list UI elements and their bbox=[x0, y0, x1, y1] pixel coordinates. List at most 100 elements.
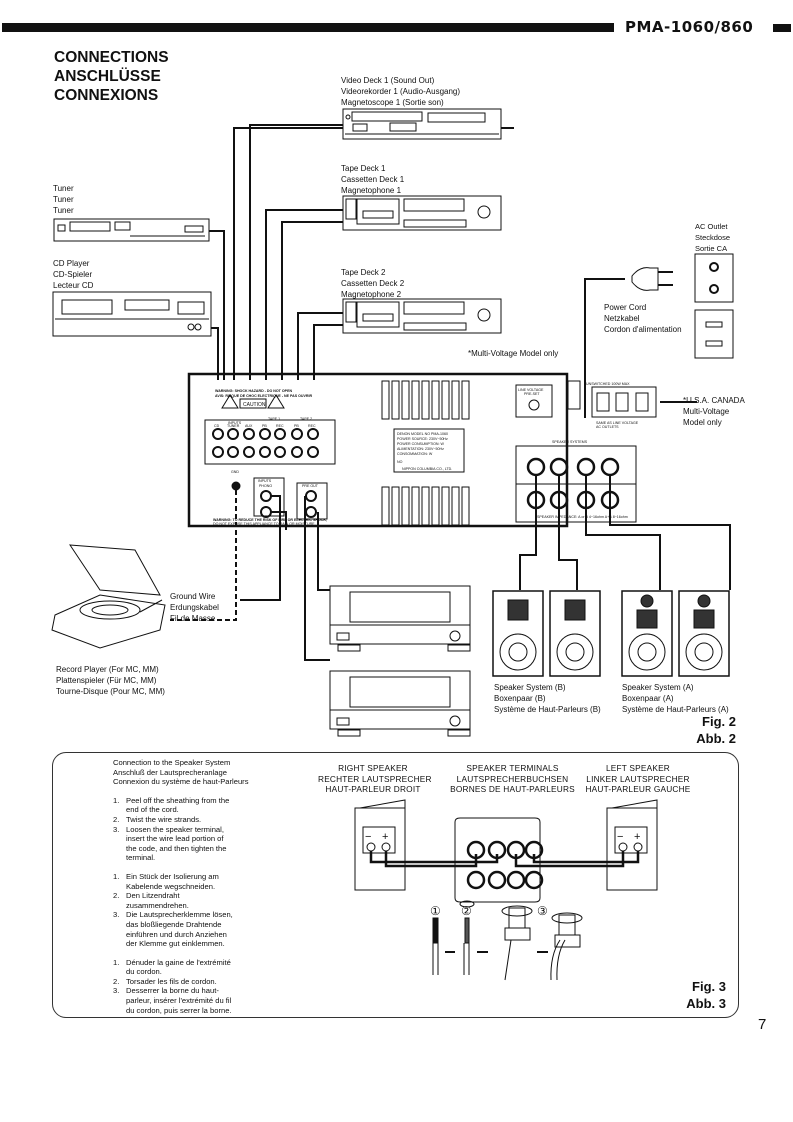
label-line: Cassetten Deck 1 bbox=[341, 175, 405, 184]
step-item: 2.Twist the wire strands. bbox=[113, 815, 249, 825]
rating-line: ALIMENTATION: 230V~50Hz bbox=[397, 447, 444, 451]
wire-prep-step-1-icon bbox=[432, 917, 439, 975]
warning-triangle-icon bbox=[221, 394, 239, 409]
step-number: 3. bbox=[113, 986, 120, 996]
step-text: Torsader les fils de cordon. bbox=[126, 976, 217, 986]
tape-deck-2-icon bbox=[342, 298, 502, 334]
caution-box bbox=[239, 398, 267, 409]
jack-label: TUNER bbox=[227, 424, 240, 428]
label-line: *U.S.A. CANADA bbox=[683, 396, 745, 405]
panel-warning-top: WARNING: SHOCK HAZARD - DO NOT OPEN bbox=[215, 389, 292, 393]
left-speaker-icon bbox=[606, 799, 658, 891]
fig3-label: Fig. 3 Abb. 3 bbox=[660, 978, 726, 1012]
label-line: CD Player bbox=[53, 259, 90, 268]
panel-preset: PRE-SET bbox=[524, 392, 540, 396]
step-item: 3.Die Lautsprecherklemme lösen, das bloß… bbox=[113, 910, 249, 948]
label-line: Tape Deck 2 bbox=[341, 268, 386, 277]
label-line: Ground Wire bbox=[170, 592, 216, 601]
tuner-label: Tuner Tuner Tuner bbox=[53, 183, 74, 216]
amplifier-rear-panel bbox=[187, 372, 569, 528]
panel-speaker-systems: SPEAKER SYSTEMS bbox=[552, 440, 588, 444]
section-title-fr: CONNEXIONS bbox=[54, 87, 159, 104]
fig-number: Fig. 2 bbox=[702, 714, 736, 729]
phono-block bbox=[253, 477, 285, 517]
step-number: 3. bbox=[113, 824, 120, 834]
header-bar-end bbox=[773, 24, 791, 32]
fig3-wiring-diagram: − + − + ① ② ③ bbox=[354, 799, 658, 981]
caption-line: BORNES DE HAUT-PARLEURS bbox=[450, 784, 575, 794]
ac-outlet-flat bbox=[694, 309, 734, 359]
label-line: Steckdose bbox=[695, 233, 731, 242]
header-bar bbox=[2, 23, 614, 32]
step-number: 2. bbox=[113, 814, 120, 824]
step-item: 2.Den Litzendraht zusammendrehen. bbox=[113, 891, 249, 910]
step-item: 1.Dénuder la gaine de l'extrémité du cor… bbox=[113, 958, 249, 977]
label-line: Magnetoscope 1 (Sortie son) bbox=[341, 98, 444, 107]
video-deck-icon bbox=[342, 108, 502, 140]
fig2-label: Fig. 2 Abb. 2 bbox=[670, 713, 736, 747]
tape-deck-1-label: Tape Deck 1 Cassetten Deck 1 Magnetophon… bbox=[341, 163, 404, 196]
step-text: Ein Stück der Isolierung am Kabelende we… bbox=[126, 871, 219, 891]
step-text: Dénuder la gaine de l'extrémité du cordo… bbox=[126, 957, 231, 977]
vent-slots bbox=[381, 380, 470, 526]
label-line: AC Outlet bbox=[695, 222, 728, 231]
caption-line: SPEAKER TERMINALS bbox=[466, 763, 559, 773]
label-line: CD-Spieler bbox=[53, 270, 93, 279]
caption-line: LINKER LAUTSPRECHER bbox=[586, 773, 690, 784]
model-title: PMA-1060/860 bbox=[625, 18, 754, 36]
rating-line: CONSOMMATION: W bbox=[397, 452, 433, 456]
label-line: Fil de Masse bbox=[170, 614, 216, 623]
panel-pre-out: PRE OUT bbox=[302, 484, 319, 488]
ground-wire bbox=[170, 490, 237, 621]
fig-number: Fig. 3 bbox=[692, 979, 726, 994]
jack-label: CD bbox=[214, 424, 220, 428]
label-line: Tuner bbox=[53, 184, 74, 193]
label-line: Video Deck 1 (Sound Out) bbox=[341, 76, 435, 85]
label-line: Model only bbox=[683, 418, 722, 427]
step-number: 2. bbox=[113, 976, 120, 986]
label-line: Tuner bbox=[53, 206, 74, 215]
step-text: Die Lautsprecherklemme lösen, das bloßli… bbox=[126, 910, 233, 949]
rating-line: DENON MODEL NO PMA-1060 bbox=[397, 432, 448, 436]
step-marker-1: ① bbox=[430, 904, 441, 918]
instructions-intro: Connection to the Speaker System Anschlu… bbox=[113, 758, 249, 787]
label-line: Erdungskabel bbox=[170, 603, 219, 612]
label-line: Multi-Voltage bbox=[683, 407, 730, 416]
usa-canada-note: *U.S.A. CANADA Multi-Voltage Model only bbox=[683, 395, 745, 428]
label-line: Système de Haut-Parleurs (A) bbox=[622, 705, 729, 714]
panel-tape1: TAPE 1 bbox=[268, 417, 280, 421]
panel-ac-outlets bbox=[591, 386, 657, 418]
speaker-a-left-icon bbox=[621, 590, 673, 677]
caption-line: RECHTER LAUTSPRECHER bbox=[318, 773, 432, 784]
section-title-en: CONNECTIONS bbox=[54, 49, 169, 66]
steps-german: 1.Ein Stück der Isolierung am Kabelende … bbox=[113, 872, 249, 949]
rating-line: NO bbox=[397, 460, 403, 464]
step-item: 3.Desserrer la borne du haut-parleur, in… bbox=[113, 986, 249, 1015]
speaker-terminal-panel-icon bbox=[454, 817, 544, 903]
jack-label: REC bbox=[276, 424, 284, 428]
label-line: Plattenspieler (Für MC, MM) bbox=[56, 676, 157, 685]
step-marker-3: ③ bbox=[537, 904, 548, 918]
page-number: 7 bbox=[758, 1016, 767, 1033]
panel-phono-inputs: INPUTS bbox=[258, 479, 272, 483]
terminal-loosen-icon bbox=[501, 905, 533, 981]
panel-caution: CAUTION bbox=[243, 402, 266, 408]
label-line: Système de Haut-Parleurs (B) bbox=[494, 705, 601, 714]
step-number: 2. bbox=[113, 891, 120, 901]
caption-line: LEFT SPEAKER bbox=[605, 763, 671, 773]
label-line: Magnetophone 2 bbox=[341, 290, 402, 299]
rca-jacks bbox=[212, 428, 319, 518]
steps-french: 1.Dénuder la gaine de l'extrémité du cor… bbox=[113, 958, 249, 1016]
multi-voltage-note: *Multi-Voltage Model only bbox=[468, 349, 559, 358]
speaker-connection-instructions: Connection to the Speaker System Anschlu… bbox=[113, 758, 249, 1024]
rating-line: POWER SOURCE: 230V~50Hz bbox=[397, 437, 448, 441]
panel-line-voltage: LINE VOLTAGE bbox=[518, 388, 544, 392]
abb-number: Abb. 3 bbox=[686, 996, 726, 1011]
label-line: Magnetophone 1 bbox=[341, 186, 402, 195]
label-line: Cordon d'alimentation bbox=[604, 325, 682, 334]
step-text: Loosen the speaker terminal, insert the … bbox=[126, 824, 227, 863]
rating-line: POWER CONSUMPTION: W bbox=[397, 442, 445, 446]
step-item: 2. Torsader les fils de cordon. bbox=[113, 977, 249, 987]
steps-english: 1.Peel off the sheathing from the end of… bbox=[113, 796, 249, 863]
panel-gnd: GND bbox=[231, 470, 239, 474]
